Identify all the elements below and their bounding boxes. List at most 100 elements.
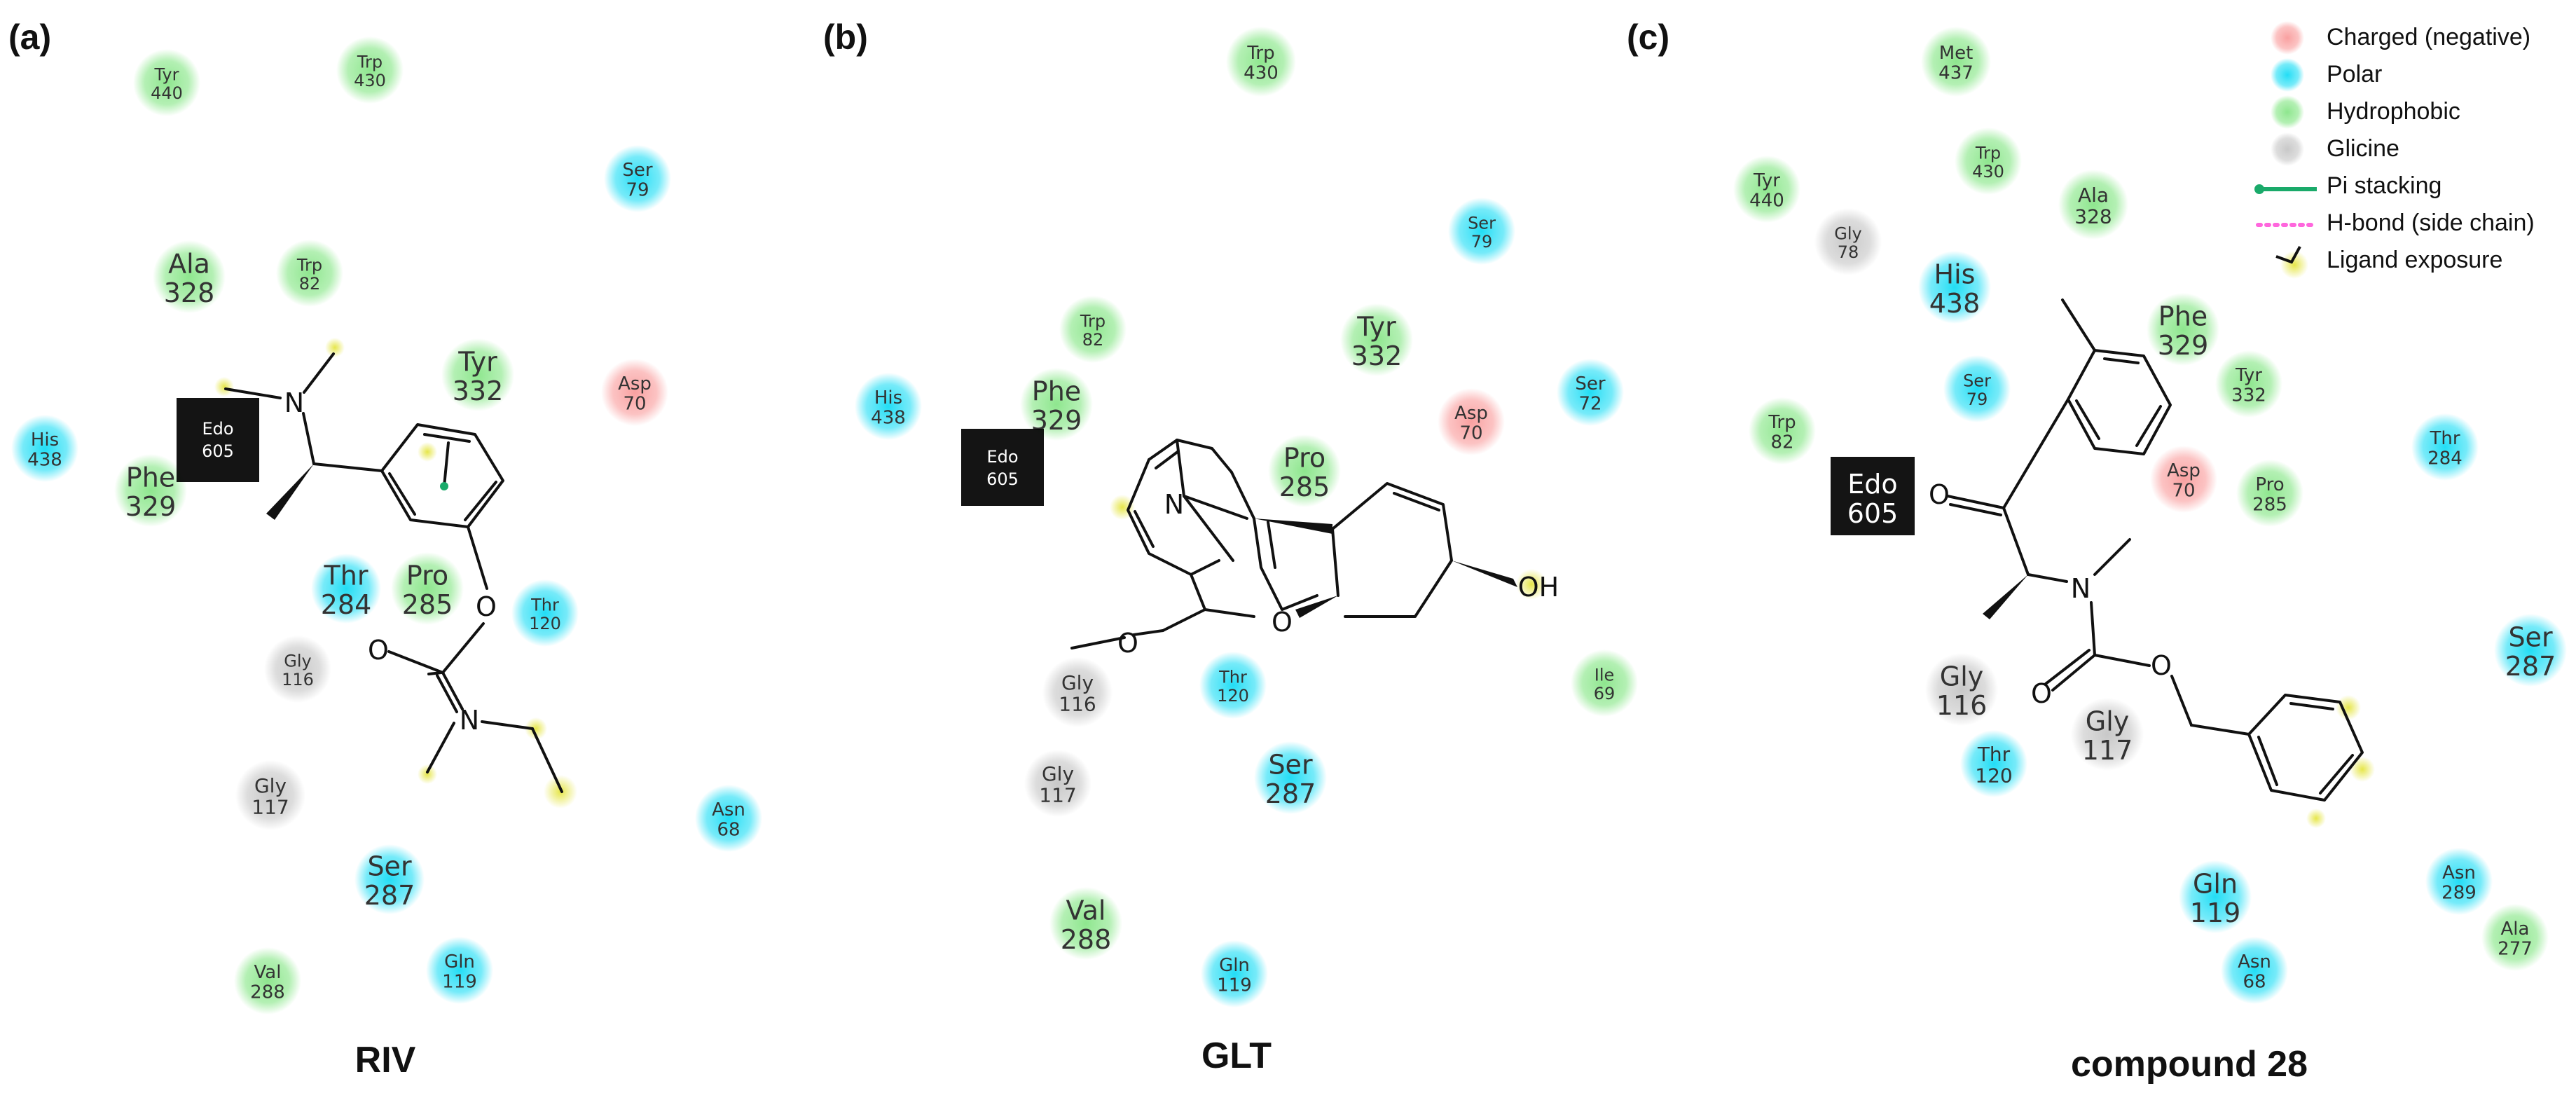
residue-blob [234,947,301,1015]
edo-605-block-c: Edo 605 [1831,457,1915,535]
legend-label: Pi stacking [2327,172,2441,199]
residue-number: 72 [1578,394,1602,415]
residue-blob [2179,860,2252,933]
residue-name: Asp [618,373,652,394]
residue-name: Ser [2508,621,2553,652]
residue-number: 332 [2231,385,2266,406]
residue-name: Ala [168,248,210,279]
legend-item-hbond: H-bond (side chain) [2256,209,2535,236]
residue-blob [133,49,200,116]
residue-blob [264,635,331,703]
residue-number: 289 [2441,883,2477,904]
residue-name: Gly [1834,224,1861,243]
legend-swatch-mark [2275,246,2301,264]
residue-name: Val [254,962,282,983]
residue-blob [391,552,464,625]
pi-stacking-line [443,441,450,488]
residue-number: 430 [354,71,386,90]
residue-number: 116 [1936,690,1988,721]
legend-swatch [2280,251,2308,279]
residue-blob [604,145,671,212]
residue-blob [601,359,668,426]
residue-blob [1925,653,1998,726]
legend-swatch [2271,58,2304,92]
residue-blob [336,36,404,104]
residue-number: 332 [1351,341,1403,371]
residue-name: Thr [2429,428,2460,449]
residue-blob [1438,388,1505,455]
residue-name: Asp [1454,403,1488,424]
residue-blob [11,415,78,482]
residue-number: 70 [623,394,646,415]
exposure-dot [418,442,437,462]
residue-name: Ala [2078,184,2109,207]
legend-label: Polar [2327,61,2382,88]
atom-n: N [460,705,479,736]
residue-name: Gly [1940,661,1984,692]
residue-number: 79 [1471,232,1493,252]
residue-number: 82 [1082,330,1104,350]
residue-number: 117 [1039,784,1076,807]
legend-swatch [2271,95,2304,129]
ligand-glt-structure: N O O OH [1070,439,1559,659]
residue-number: 117 [252,796,289,819]
panel-title-b: GLT [1201,1036,1272,1076]
residue-number: 438 [27,450,62,471]
edo-605-block-a: Edo 605 [177,398,259,482]
residue-blob [311,554,381,624]
residue-number: 119 [2190,898,2241,928]
residue-name: Asn [712,799,745,820]
edo-num-b: 605 [986,469,1019,489]
residue-name: Asn [2442,862,2476,884]
ligand-compound-28-structure: O N O O [1929,298,2375,828]
exposure-dot [1516,569,1547,600]
residue-name: Met [1939,43,1974,64]
residue-blob [426,937,493,1004]
residue-blob [1340,303,1413,376]
residue-number: 438 [1929,288,1981,319]
residue-number: 287 [364,880,415,911]
exposure-dot [2336,695,2361,720]
residue-name: Asn [2238,951,2271,972]
atom-o: O [2031,678,2052,709]
residue-blob [1059,296,1127,363]
residue-number: 82 [1770,432,1793,453]
residue-number: 438 [871,408,906,429]
residue-number: 116 [282,670,314,689]
residue-blob [1955,128,2022,195]
residue-blob [1042,657,1113,727]
residue-name: Gly [1061,671,1094,694]
residue-name: His [1934,259,1976,289]
residue-name: Pro [406,560,448,591]
edo-name-c: Edo [1847,469,1897,500]
residue-blob [2071,698,2144,771]
residue-number: 288 [250,982,285,1003]
residue-number: 119 [442,972,477,993]
residue-name: Trp [1768,412,1796,433]
residue-blob [2147,293,2219,366]
residue-number: 440 [151,83,183,103]
atom-n: N [1164,489,1184,520]
residue-number: 79 [1967,390,1988,409]
